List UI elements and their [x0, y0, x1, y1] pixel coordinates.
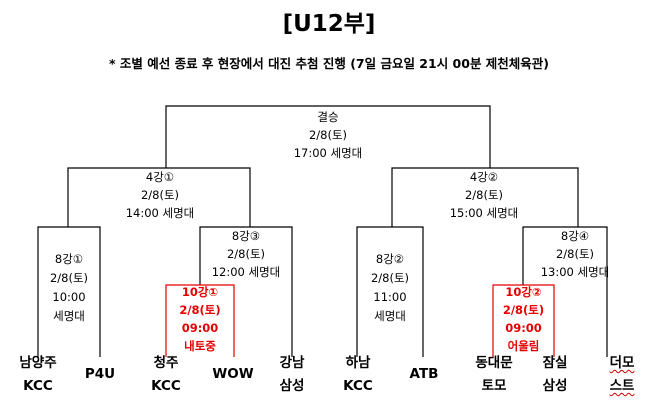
quarterfinal-1-info: 8강① 2/8(토) 10:00 세명대	[39, 250, 99, 326]
team-line2: KCC	[23, 378, 53, 394]
team-line2: 삼성	[542, 378, 568, 394]
quarterfinal-3-time-venue: 12:00 세명대	[211, 265, 281, 279]
final-time-venue: 17:00 세명대	[293, 146, 363, 160]
semifinal-1-time-venue: 14:00 세명대	[125, 206, 195, 220]
draw-notice: * 조별 예선 종료 후 현장에서 대진 추첨 진행 (7일 금요일 21시 0…	[108, 56, 550, 71]
quarterfinal-3-bracket	[199, 226, 293, 357]
team-p4u: P4U	[80, 363, 120, 386]
team-line1: 더모	[609, 355, 635, 371]
round-of-10-2-date: 2/8(토)	[502, 303, 545, 317]
team-line1: ATB	[409, 366, 439, 382]
quarterfinal-4-date: 2/8(토)	[555, 247, 595, 261]
semifinal-2-date: 2/8(토)	[464, 188, 504, 202]
semifinal-1-date: 2/8(토)	[140, 188, 180, 202]
semifinal-1-bracket	[67, 167, 251, 227]
round-of-10-1-date: 2/8(토)	[179, 303, 221, 317]
team-line1: 하남	[345, 355, 371, 371]
team-line2: KCC	[343, 378, 373, 394]
final-round-label: 결승	[317, 110, 339, 124]
team-line1: 동대문	[475, 355, 513, 371]
semifinal-2-info: 4강② 2/8(토) 15:00 세명대	[434, 168, 534, 222]
final-info: 결승 2/8(토) 17:00 세명대	[278, 108, 378, 162]
semifinal-2-time-venue: 15:00 세명대	[449, 206, 519, 220]
round-of-10-1-info: 10강① 2/8(토) 09:00 내토중	[167, 283, 233, 355]
team-jamsil-samsung: 잠실 삼성	[530, 352, 580, 398]
team-hanam-kcc: 하남 KCC	[333, 352, 383, 398]
quarterfinal-4-round-label: 8강④	[560, 229, 590, 243]
quarterfinal-3-info: 8강③ 2/8(토) 12:00 세명대	[196, 227, 296, 281]
round-of-10-1-round-label: 10강①	[181, 285, 219, 299]
team-line1: 잠실	[542, 355, 568, 371]
team-line2: 스트	[609, 378, 635, 394]
quarterfinal-4-bracket	[522, 226, 608, 357]
semifinal-1-round-label: 4강①	[145, 170, 175, 184]
team-dongdaemun-tomo: 동대문 토모	[466, 352, 522, 398]
team-line2: 토모	[481, 378, 507, 394]
team-atb: ATB	[403, 363, 445, 386]
quarterfinal-2-venue: 세명대	[374, 309, 406, 323]
team-line2: 삼성	[279, 378, 305, 394]
team-line2: KCC	[151, 378, 181, 394]
round-of-10-1-venue: 내토중	[184, 339, 216, 353]
team-deomoseuteu: 더모 스트	[600, 352, 644, 398]
team-cheongju-kcc: 청주 KCC	[141, 352, 191, 398]
quarterfinal-1-time: 10:00	[52, 290, 86, 304]
team-line1: WOW	[212, 366, 254, 382]
quarterfinal-1-round-label: 8강①	[54, 252, 84, 266]
semifinal-2-round-label: 4강②	[469, 170, 499, 184]
round-of-10-2-round-label: 10강②	[505, 285, 542, 299]
semifinal-2-bracket	[391, 167, 579, 227]
final-date: 2/8(토)	[308, 128, 348, 142]
team-line1: 남양주	[19, 355, 57, 371]
team-wow: WOW	[205, 363, 261, 386]
round-of-10-2-time: 09:00	[505, 321, 542, 335]
quarterfinal-2-round-label: 8강②	[375, 252, 405, 266]
quarterfinal-1-venue: 세명대	[53, 309, 85, 323]
quarterfinal-1-bracket	[37, 226, 101, 357]
quarterfinal-4-info: 8강④ 2/8(토) 13:00 세명대	[525, 227, 625, 281]
quarterfinal-1-date: 2/8(토)	[49, 271, 89, 285]
team-gangnam-samsung: 강남 삼성	[267, 352, 317, 398]
team-line1: 청주	[153, 355, 179, 371]
quarterfinal-2-date: 2/8(토)	[370, 271, 410, 285]
page-title: [U12부]	[282, 11, 376, 37]
round-of-10-2-info: 10강② 2/8(토) 09:00 어울림	[494, 283, 553, 355]
quarterfinal-3-round-label: 8강③	[231, 229, 261, 243]
round-of-10-1-bracket	[165, 284, 235, 357]
quarterfinal-2-info: 8강② 2/8(토) 11:00 세명대	[358, 250, 422, 326]
round-of-10-2-venue: 어울림	[507, 339, 540, 353]
team-line1: 강남	[279, 355, 305, 371]
round-of-10-1-time: 09:00	[181, 321, 219, 335]
quarterfinal-2-time: 11:00	[373, 290, 407, 304]
round-of-10-2-bracket	[492, 284, 555, 357]
quarterfinal-4-time-venue: 13:00 세명대	[540, 265, 610, 279]
final-bracket	[165, 105, 491, 168]
semifinal-1-info: 4강① 2/8(토) 14:00 세명대	[110, 168, 210, 222]
quarterfinal-3-date: 2/8(토)	[226, 247, 266, 261]
team-line1: P4U	[84, 366, 116, 382]
quarterfinal-2-bracket	[356, 226, 424, 357]
team-namyangju-kcc: 남양주 KCC	[8, 352, 68, 398]
